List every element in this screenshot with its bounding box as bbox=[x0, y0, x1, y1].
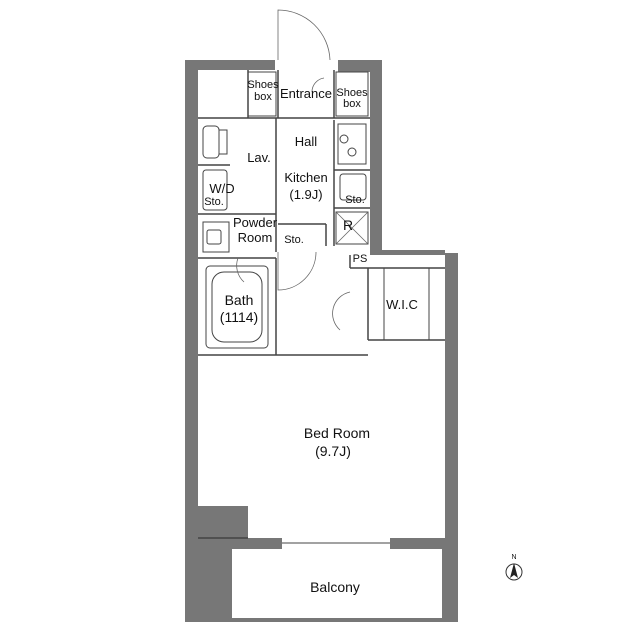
entrance-label: Entrance bbox=[280, 86, 332, 101]
room-labels: Shoes box Entrance Shoes box Lav. Hall K… bbox=[204, 79, 418, 595]
fixtures bbox=[202, 71, 369, 349]
ps-label: PS bbox=[353, 253, 368, 265]
exterior-walls bbox=[185, 60, 458, 622]
shoes-box-right-label-2: box bbox=[343, 98, 361, 110]
compass-icon: N bbox=[505, 554, 523, 581]
hall-sto-label: Sto. bbox=[284, 234, 304, 246]
powder-room-label-1: Powder bbox=[233, 215, 278, 230]
door-swings bbox=[236, 9, 351, 331]
kitchen-label: Kitchen bbox=[284, 170, 327, 185]
bath-label: Bath bbox=[225, 292, 254, 308]
kitchen-sto-label: Sto. bbox=[345, 194, 365, 206]
shoes-box-right-label-1: Shoes bbox=[336, 87, 368, 99]
wic-label: W.I.C bbox=[386, 297, 418, 312]
bed-room-size-label: (9.7J) bbox=[315, 443, 351, 459]
shoes-box-left-label-2: box bbox=[254, 91, 272, 103]
bed-room-label: Bed Room bbox=[304, 425, 370, 441]
refrigerator-label: R bbox=[343, 217, 353, 233]
shoes-box-left-label-1: Shoes bbox=[247, 79, 279, 91]
powder-room-label-2: Room bbox=[238, 230, 273, 245]
wd-label: W/D bbox=[209, 181, 234, 196]
compass-label: N bbox=[511, 554, 516, 561]
hall-label: Hall bbox=[295, 134, 318, 149]
bath-size-label: (1114) bbox=[220, 309, 258, 325]
balcony-label: Balcony bbox=[310, 579, 360, 595]
kitchen-size-label: (1.9J) bbox=[289, 187, 322, 202]
wd-sto-label: Sto. bbox=[204, 196, 224, 208]
lav-label: Lav. bbox=[247, 150, 271, 165]
